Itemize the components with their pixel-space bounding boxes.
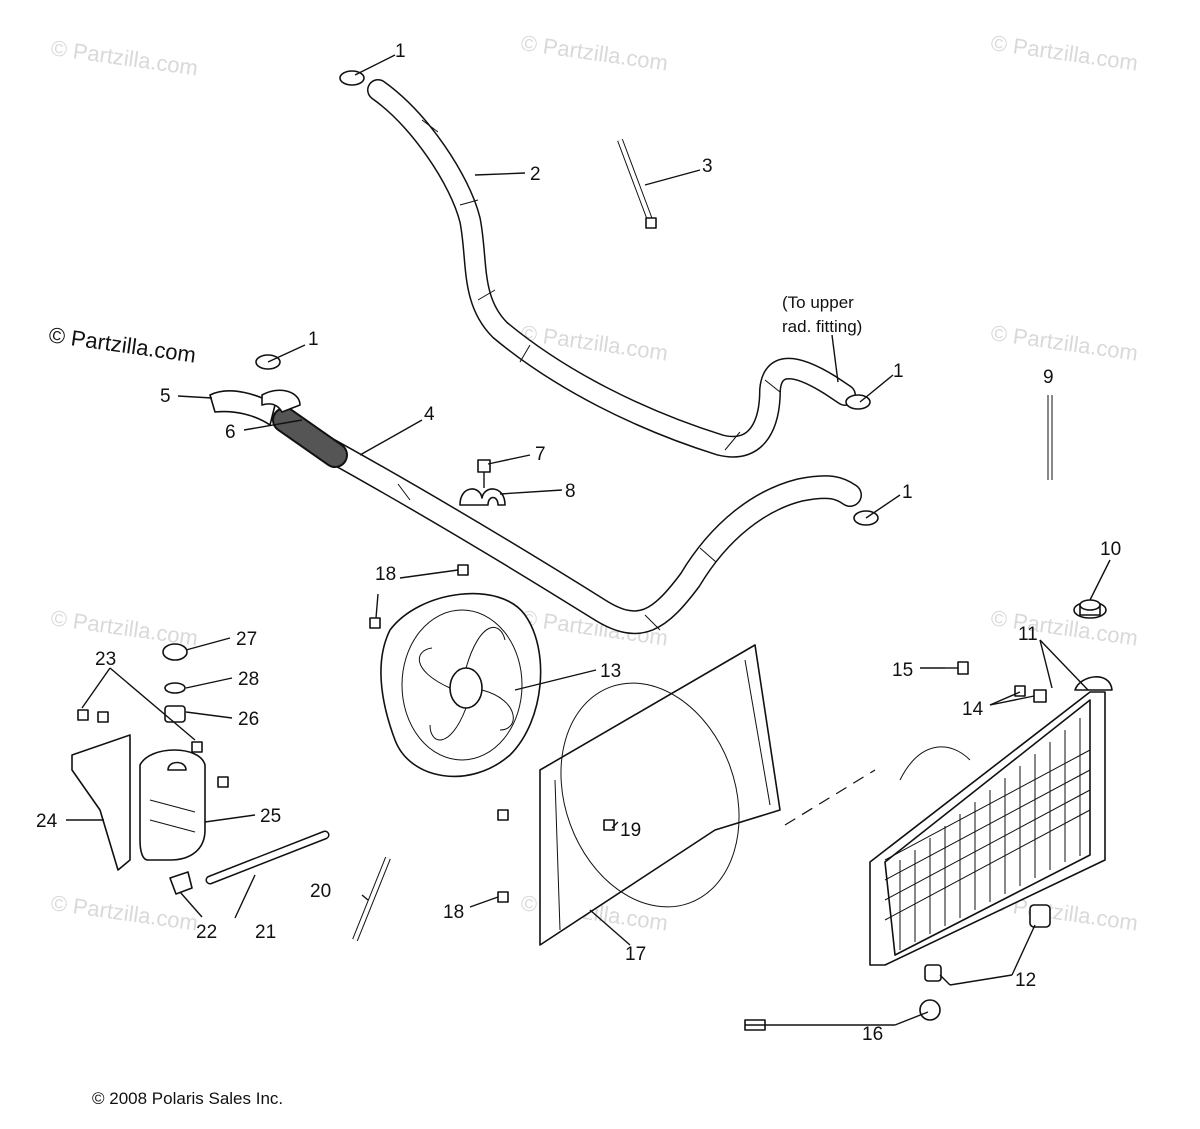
callout-25: 25 [260, 806, 281, 827]
cooling-fan [380, 592, 542, 778]
callout-17: 17 [625, 944, 646, 965]
drain-plug [924, 904, 1051, 982]
callout-12: 12 [1015, 970, 1036, 991]
callout-22: 22 [196, 922, 217, 943]
callouts: 1 2 3 1 1 5 6 4 7 8 1 9 10 11 15 14 13 1… [36, 41, 1121, 1045]
callout-27: 27 [236, 629, 257, 650]
fan-shroud [539, 644, 781, 946]
callout-18: 18 [375, 564, 396, 585]
callout-1: 1 [395, 41, 406, 62]
callout-13: 13 [600, 661, 621, 682]
callout-11: 11 [1018, 624, 1038, 645]
coolant-reservoir [139, 749, 206, 861]
leader-lines [66, 54, 1111, 1026]
callout-5: 5 [160, 386, 171, 407]
hose-elbow [209, 390, 276, 426]
callout-1: 1 [308, 329, 319, 350]
callout-16: 16 [862, 1024, 883, 1045]
callout-28: 28 [238, 669, 259, 690]
reservoir-bracket [71, 734, 131, 871]
screw [945, 661, 969, 675]
callout-6: 6 [225, 422, 236, 443]
watermark: © Partzilla.com [989, 605, 1139, 650]
reservoir-cap [162, 643, 188, 723]
watermark: © Partzilla.com [519, 30, 669, 75]
bolt [477, 459, 491, 488]
corrugated-tube [272, 407, 348, 468]
radiator [869, 676, 1113, 966]
callout-23: 23 [95, 649, 116, 670]
fitting-note: (To upper rad. fitting) [782, 293, 862, 336]
watermark: © Partzilla.com [49, 890, 199, 935]
note-line-1: (To upper [782, 293, 854, 312]
callout-24: 24 [36, 811, 58, 832]
callout-21: 21 [255, 922, 276, 943]
callout-7: 7 [535, 444, 546, 465]
bracket-screw [77, 709, 229, 788]
overflow-tube [205, 830, 330, 885]
callout-2: 2 [530, 164, 541, 185]
upper-hose [367, 79, 856, 458]
callout-9: 9 [1043, 367, 1054, 388]
callout-14: 14 [962, 699, 984, 720]
lower-hose [318, 438, 862, 635]
vent-tube [352, 856, 391, 942]
callout-20: 20 [310, 881, 331, 902]
hose-clip [459, 488, 506, 506]
callout-15: 15 [892, 660, 913, 681]
watermark: © Partzilla.com [49, 35, 199, 80]
radiator-cap [1073, 599, 1107, 619]
cable-tie [617, 138, 657, 229]
callout-4: 4 [424, 404, 435, 425]
watermark: © Partzilla.com [989, 30, 1139, 75]
callout-3: 3 [702, 156, 713, 177]
callout-1: 1 [893, 361, 904, 382]
watermark: © Partzilla.com [989, 320, 1139, 365]
callout-1: 1 [902, 482, 913, 503]
tube-fitting [169, 871, 193, 895]
callout-10: 10 [1100, 539, 1121, 560]
copyright-notice: © 2008 Polaris Sales Inc. [92, 1089, 283, 1108]
partzilla-logo: © Partzilla.com [47, 322, 197, 367]
callout-18: 18 [443, 902, 464, 923]
alignment-line [784, 769, 876, 826]
note-line-2: rad. fitting) [782, 317, 862, 336]
callout-19: 19 [620, 820, 641, 841]
callout-8: 8 [565, 481, 576, 502]
callout-26: 26 [238, 709, 259, 730]
